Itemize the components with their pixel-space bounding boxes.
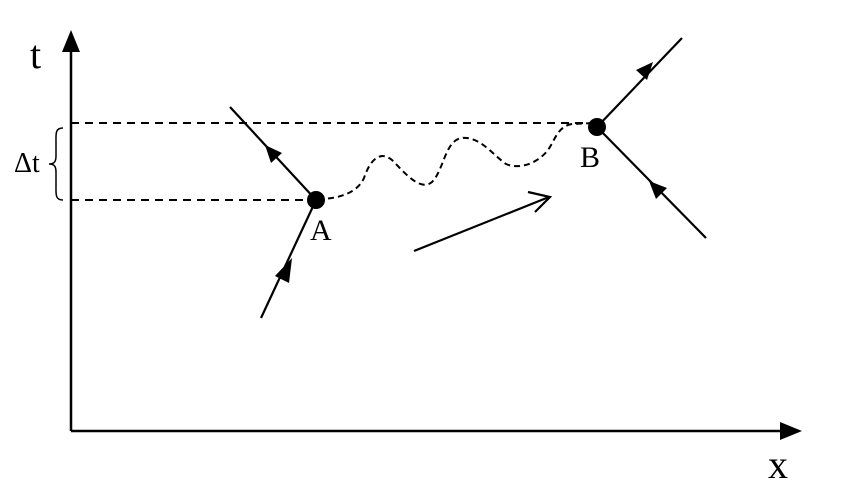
- arrow-icon-incoming-b: [649, 181, 667, 199]
- worldline-b: [596, 37, 707, 239]
- event-a-dot: [307, 191, 325, 209]
- time-axis-arrowhead: [62, 30, 80, 52]
- time-axis-label: t: [30, 32, 41, 77]
- arrow-icon-incoming-a: [275, 258, 292, 283]
- event-b-dot: [588, 118, 606, 136]
- direction-arrowhead: [527, 190, 553, 213]
- arrow-icon-outgoing-a: [265, 145, 282, 163]
- outgoing-worldline-b: [596, 37, 683, 128]
- interval-label: Δt: [14, 148, 40, 179]
- event-a-label: A: [310, 214, 332, 247]
- axes: [69, 48, 785, 433]
- incoming-worldline-a: [260, 199, 317, 319]
- direction-arrow: [413, 195, 550, 253]
- space-axis-label: x: [768, 442, 788, 487]
- wavy-exchange-line: [317, 122, 596, 200]
- worldline-a: [229, 106, 317, 319]
- space-axis-arrowhead: [780, 422, 802, 440]
- arrow-icon-outgoing-b: [636, 62, 653, 80]
- time-level-lines: [71, 122, 588, 201]
- interval-brace: [48, 127, 64, 201]
- event-b-label: B: [580, 141, 600, 174]
